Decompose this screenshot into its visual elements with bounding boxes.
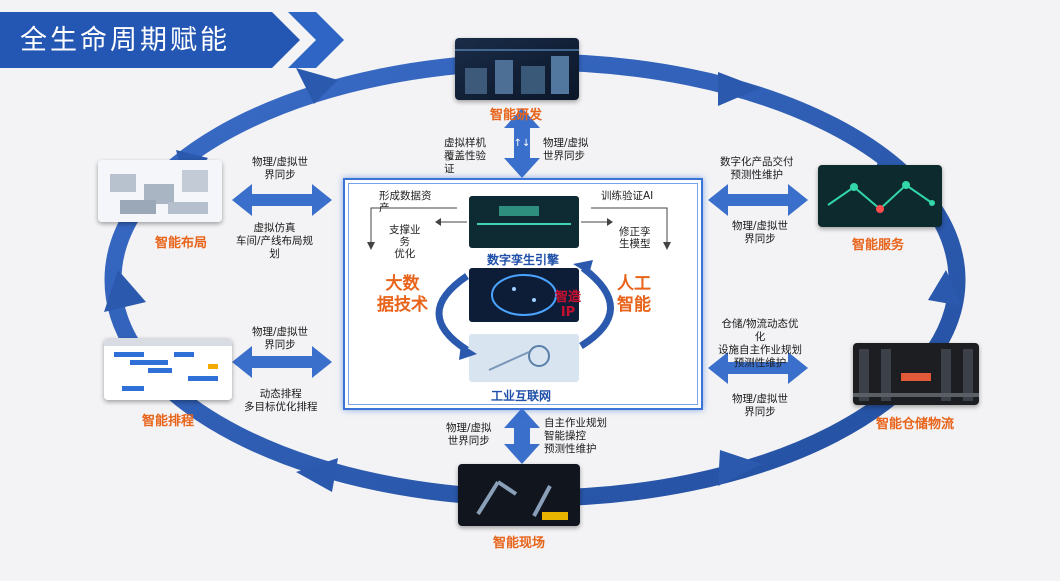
- svg-text:↑↓: ↑↓: [514, 138, 531, 149]
- double-arrow-right-upper: [708, 184, 808, 216]
- ring-arrow-bottom-right: [718, 450, 762, 486]
- center-diagram: [367, 196, 671, 382]
- annotation-bottom-left: 物理/虚拟 世界同步: [446, 422, 492, 447]
- node-label-schedule: 智能排程: [142, 414, 195, 429]
- loop-arrow-right: [579, 265, 614, 349]
- ring-arrow-right-lower: [928, 270, 962, 306]
- annotation-layout-bottom: 虚拟仿真 车间/产线布局规 划: [236, 222, 314, 260]
- iiot-image: [469, 334, 579, 382]
- center-big-data: 大数 据技术: [377, 274, 428, 315]
- double-arrow-bottom: [504, 408, 540, 464]
- node-label-field: 智能现场: [493, 536, 546, 551]
- center-iiot-label: 工业互联网: [491, 389, 552, 403]
- annotation-service-top: 数字化产品交付 预测性维护: [720, 156, 794, 181]
- center-engine-label: 数字孪生引擎: [487, 253, 560, 267]
- center-ai: 人工 智能: [617, 274, 651, 315]
- layout-thumbnail: [98, 160, 222, 222]
- bracket-left: [370, 207, 457, 246]
- rd-thumbnail: [455, 38, 579, 100]
- ring-arrow-bottom-left: [296, 458, 338, 492]
- field-thumbnail: [458, 464, 580, 526]
- center-panel: 形成数据资 产 训练验证AI 支撑业 务 优化 修正孪 生模型 数字孪生引擎 大…: [343, 178, 703, 410]
- node-label-warehouse: 智能仓储物流: [876, 417, 955, 432]
- service-thumbnail: [818, 165, 942, 227]
- annotation-warehouse-bottom: 物理/虚拟世 界同步: [732, 393, 789, 418]
- node-label-layout: 智能布局: [155, 236, 208, 251]
- center-panel-inner: 形成数据资 产 训练验证AI 支撑业 务 优化 修正孪 生模型 数字孪生引擎 大…: [348, 183, 698, 405]
- center-data-asset: 形成数据资 产: [379, 190, 432, 214]
- node-label-service: 智能服务: [852, 238, 905, 253]
- double-arrow-top: ↑↓: [504, 108, 540, 178]
- page-title: 全生命周期赋能: [20, 25, 230, 56]
- center-ip: 智造 IP: [555, 290, 582, 320]
- engine-image: [469, 196, 579, 248]
- bracket-right: [591, 207, 668, 246]
- brain-image: [469, 268, 579, 322]
- double-arrow-left-lower: [232, 346, 332, 378]
- ring-arrow-left-lower: [104, 270, 146, 312]
- center-train-ai: 训练验证AI: [601, 190, 654, 202]
- annotation-schedule-bottom: 动态排程 多目标优化排程: [244, 388, 318, 413]
- annotation-bottom-right: 自主作业规划 智能操控 预测性维护: [544, 417, 607, 455]
- ring-arrow-top-right: [718, 72, 760, 106]
- annotation-top-left: 虚拟样机 覆盖性验 证: [444, 137, 486, 175]
- center-support-biz: 支撑业 务 优化: [389, 224, 421, 260]
- schedule-thumbnail: [104, 338, 232, 400]
- double-arrow-left-upper: [232, 184, 332, 216]
- annotation-layout-top: 物理/虚拟世 界同步: [252, 156, 309, 181]
- annotation-top-right: 物理/虚拟 世界同步: [543, 137, 589, 162]
- annotation-schedule-top: 物理/虚拟世 界同步: [252, 326, 309, 351]
- center-fix-model: 修正孪 生模型: [619, 226, 651, 250]
- loop-arrow-left: [435, 273, 469, 353]
- double-arrow-right-lower: [708, 352, 808, 384]
- ring-arrow-top-left: [296, 68, 338, 104]
- annotation-warehouse-top: 仓储/物流动态优 化 设施自主作业规划 预测性维护: [718, 318, 802, 369]
- node-label-rd: 智能研发: [490, 108, 543, 123]
- warehouse-thumbnail: [853, 343, 979, 405]
- annotation-service-bottom: 物理/虚拟世 界同步: [732, 220, 789, 245]
- title-banner: [0, 12, 344, 68]
